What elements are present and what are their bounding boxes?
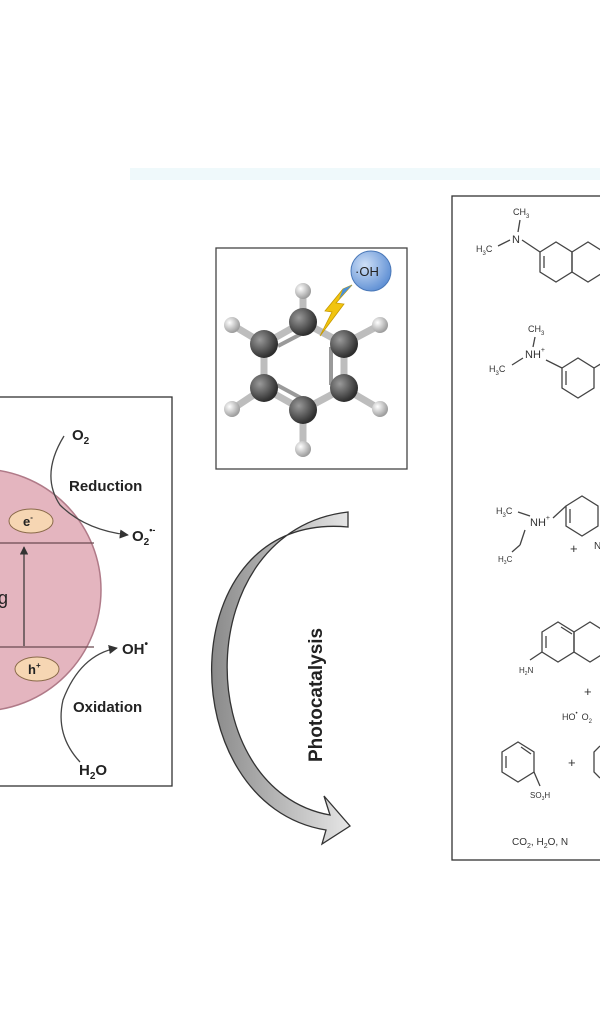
svg-text:+: + [584, 684, 592, 699]
benzene-radical-panel: ·OH [215, 247, 408, 470]
svg-text:CH3: CH3 [528, 324, 545, 337]
svg-text:N: N [594, 541, 600, 552]
reduction-label: Reduction [69, 478, 142, 495]
structure-2: CH3 NH+ H3C [489, 324, 600, 399]
band-gap-label: g [0, 588, 8, 608]
reduction-arrow [50, 435, 129, 539]
lightning-bolt-icon [319, 284, 353, 337]
svg-text:H3C: H3C [496, 506, 513, 519]
hole-label: h+ [28, 661, 41, 677]
svg-text:SO3H: SO3H [530, 791, 550, 802]
superoxide-label: O2•- [132, 525, 155, 548]
svg-text:+: + [568, 755, 576, 770]
svg-text:H3C: H3C [476, 244, 493, 257]
electron-badge [8, 508, 54, 534]
svg-text:HO•O2: HO•O2 [562, 711, 593, 725]
oxidation-arrow [60, 645, 118, 763]
svg-text:CH3: CH3 [513, 207, 530, 220]
photocatalysis-arrow [211, 511, 351, 846]
semiconductor-panel: g e- h+ O2 Reduction O2•- OH• Oxidation … [0, 396, 173, 787]
hydroxyl-radical-label: ·OH [355, 264, 379, 279]
water-label: H2O [79, 762, 107, 782]
benzene-double-bonds [276, 332, 333, 400]
structure-1: CH3 N H3C [476, 207, 600, 283]
svg-text:H2N: H2N [519, 666, 534, 677]
carbon-atoms [250, 308, 358, 424]
hydroxyl-radical [350, 250, 392, 292]
faint-header [130, 168, 600, 180]
svg-text:H3C: H3C [489, 364, 506, 377]
oxidation-label: Oxidation [73, 699, 142, 716]
svg-text:+: + [570, 541, 578, 556]
structure-5: SO3H + [501, 741, 600, 802]
hydrogen-atoms [224, 283, 388, 457]
o2-label: O2 [72, 427, 90, 447]
products-panel: CH3 N H3C CH3 NH+ H3C H3C NH+ [451, 195, 600, 861]
svg-text:NH+: NH+ [525, 347, 545, 361]
svg-text:H3C: H3C [498, 555, 513, 566]
structure-3: H3C NH+ H3C + N [496, 495, 600, 566]
svg-text:N: N [512, 234, 520, 246]
photocatalysis-label: Photocatalysis [306, 628, 327, 762]
electron-label: e- [23, 513, 33, 529]
svg-text:NH+: NH+ [530, 515, 550, 529]
structure-4: H2N + HO•O2 [519, 621, 600, 725]
hole-badge [14, 656, 60, 682]
final-products: CO2, H2O, N [512, 837, 568, 850]
products-frame [451, 195, 600, 861]
hydroxyl-label: OH• [122, 639, 149, 658]
